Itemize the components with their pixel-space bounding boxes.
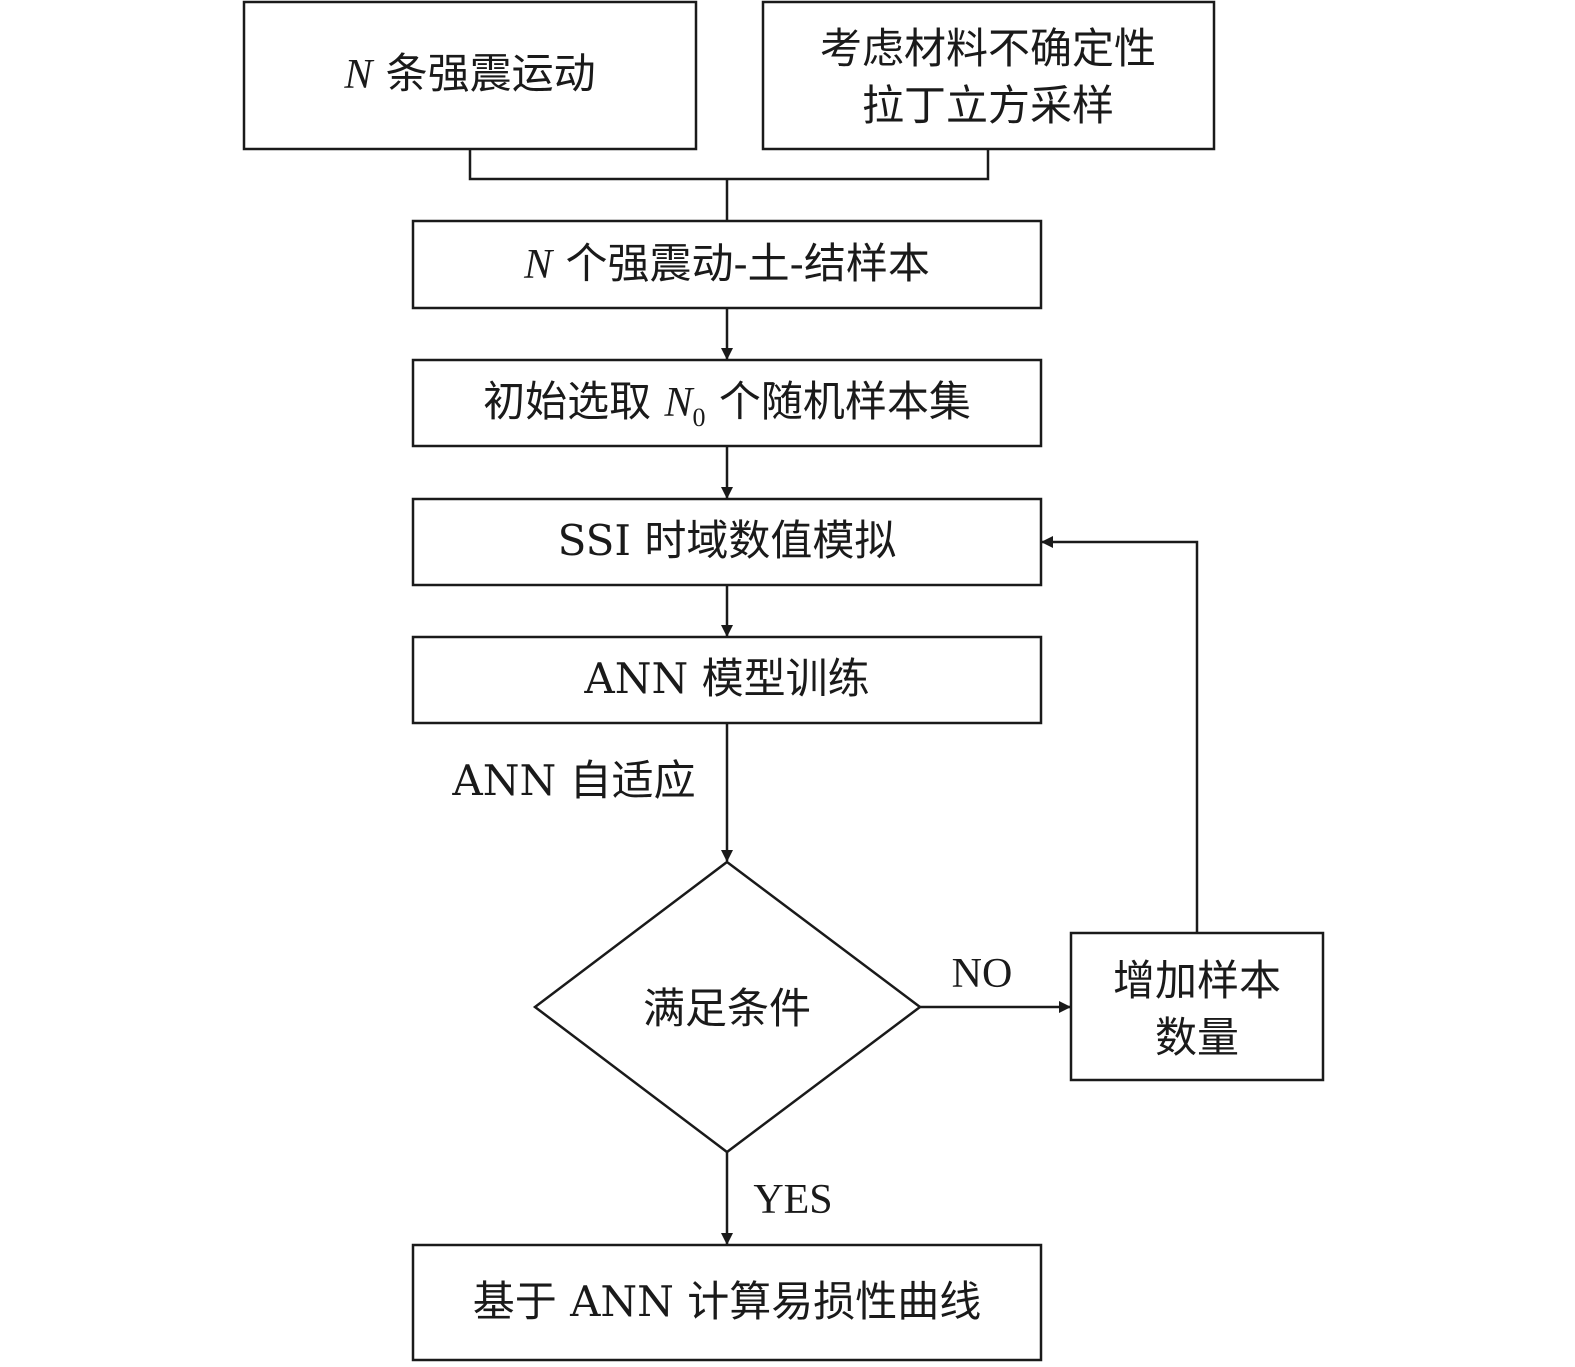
label-line1: 增加样本 [1113,956,1281,1005]
var-n: N [663,380,694,426]
label: SSI 时域数值模拟 [558,516,897,565]
label-post: 个随机样本集 [706,377,971,426]
node-initial-set: 初始选取 N0 个随机样本集 [411,358,1043,448]
subscript: 0 [693,403,706,432]
edge-label-yes: YES [753,1177,832,1223]
svg-text:N 个强震动-土-结样本: N 个强震动-土-结样本 [523,239,930,288]
svg-text:初始选取 N0 个随机样本集: 初始选取 N0 个随机样本集 [483,377,971,432]
node-fragility: 基于 ANN 计算易损性曲线 [411,1243,1043,1362]
edge-label-no: NO [952,951,1013,997]
label: 条强震运动 [372,49,595,98]
node-ann-training: ANN 模型训练 [411,635,1043,725]
svg-text:N 条强震运动: N 条强震运动 [343,49,595,98]
arrow-feedback [1041,536,1199,933]
var-n: N [523,242,554,288]
label-pre: 初始选取 [483,377,664,426]
node-ssi-simulation: SSI 时域数值模拟 [411,497,1043,587]
edge-label-adaptive: ANN 自适应 [451,756,695,805]
node-condition: 满足条件 [532,860,923,1154]
label: 个强震动-土-结样本 [552,239,930,288]
label-line2: 数量 [1155,1013,1239,1062]
label-line1: 考虑材料不确定性 [820,24,1156,73]
label-line2: 拉丁立方采样 [862,81,1114,130]
label: 满足条件 [643,984,811,1033]
label: 基于 ANN 计算易损性曲线 [473,1277,982,1326]
var-n: N [343,52,374,98]
node-ground-motions: N 条强震运动 [242,0,698,151]
node-samples: N 个强震动-土-结样本 [411,219,1043,310]
merge-connector [468,149,990,221]
label: ANN 模型训练 [583,654,869,703]
node-material-uncertainty: 考虑材料不确定性 拉丁立方采样 [761,0,1216,151]
node-add-samples: 增加样本 数量 [1069,931,1325,1082]
